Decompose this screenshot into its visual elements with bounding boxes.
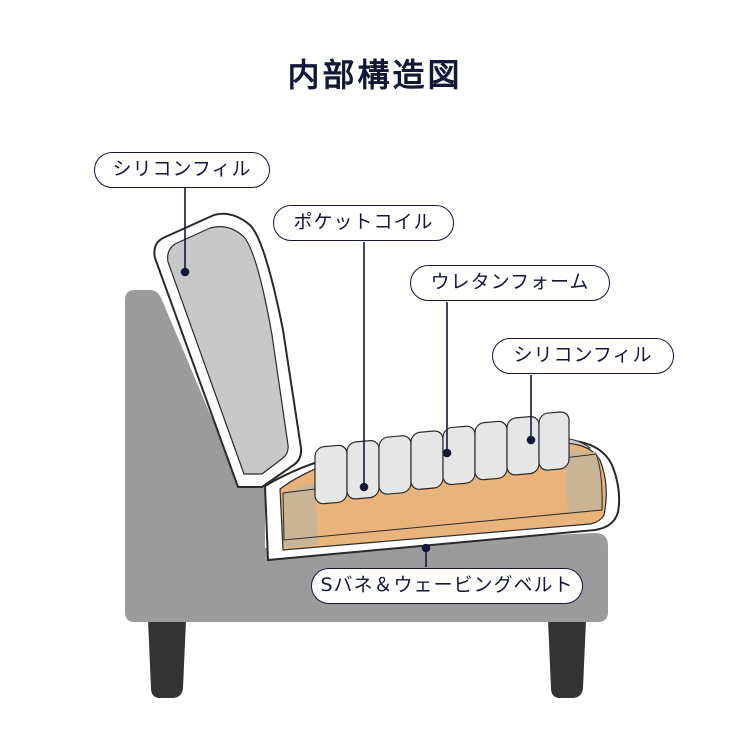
label-pocket-coil: ポケットコイル xyxy=(273,205,454,241)
page-title: 内部構造図 xyxy=(287,56,463,94)
label-seat-silicon-fill: シリコンフィル xyxy=(492,338,674,374)
label-back-silicon-fill: シリコンフィル xyxy=(94,152,270,188)
label-urethane-foam: ウレタンフォーム xyxy=(410,265,610,301)
side-foam-right xyxy=(565,451,604,513)
coil-chamber xyxy=(282,453,603,541)
pocket-coils xyxy=(314,411,570,505)
left-leg xyxy=(148,620,186,698)
side-foam-left xyxy=(283,483,318,548)
label-s-spring-webbing-belt: Sバネ＆ウェービングベルト xyxy=(311,568,583,604)
right-leg xyxy=(548,620,586,698)
backrest-silicon-fill xyxy=(167,226,289,475)
